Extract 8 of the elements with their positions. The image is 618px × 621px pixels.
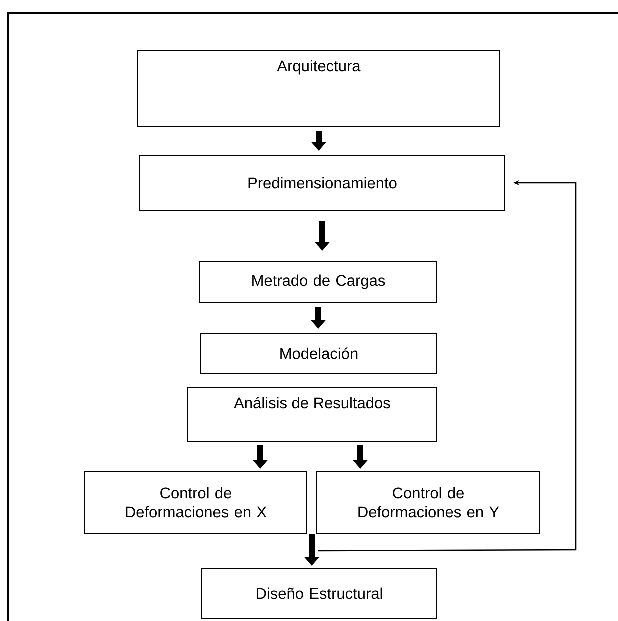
process-box: Predimensionamiento [140, 155, 506, 211]
process-box: Metrado de Cargas [200, 261, 438, 303]
process-box: Control de Deformaciones en X [84, 471, 308, 534]
process-box: Modelación [200, 333, 438, 374]
process-box: Diseño Estructural [202, 568, 438, 619]
process-box: Control de Deformaciones en Y [316, 471, 540, 534]
process-box: Arquitectura [138, 50, 500, 127]
process-box: Análisis de Resultados [188, 387, 438, 442]
